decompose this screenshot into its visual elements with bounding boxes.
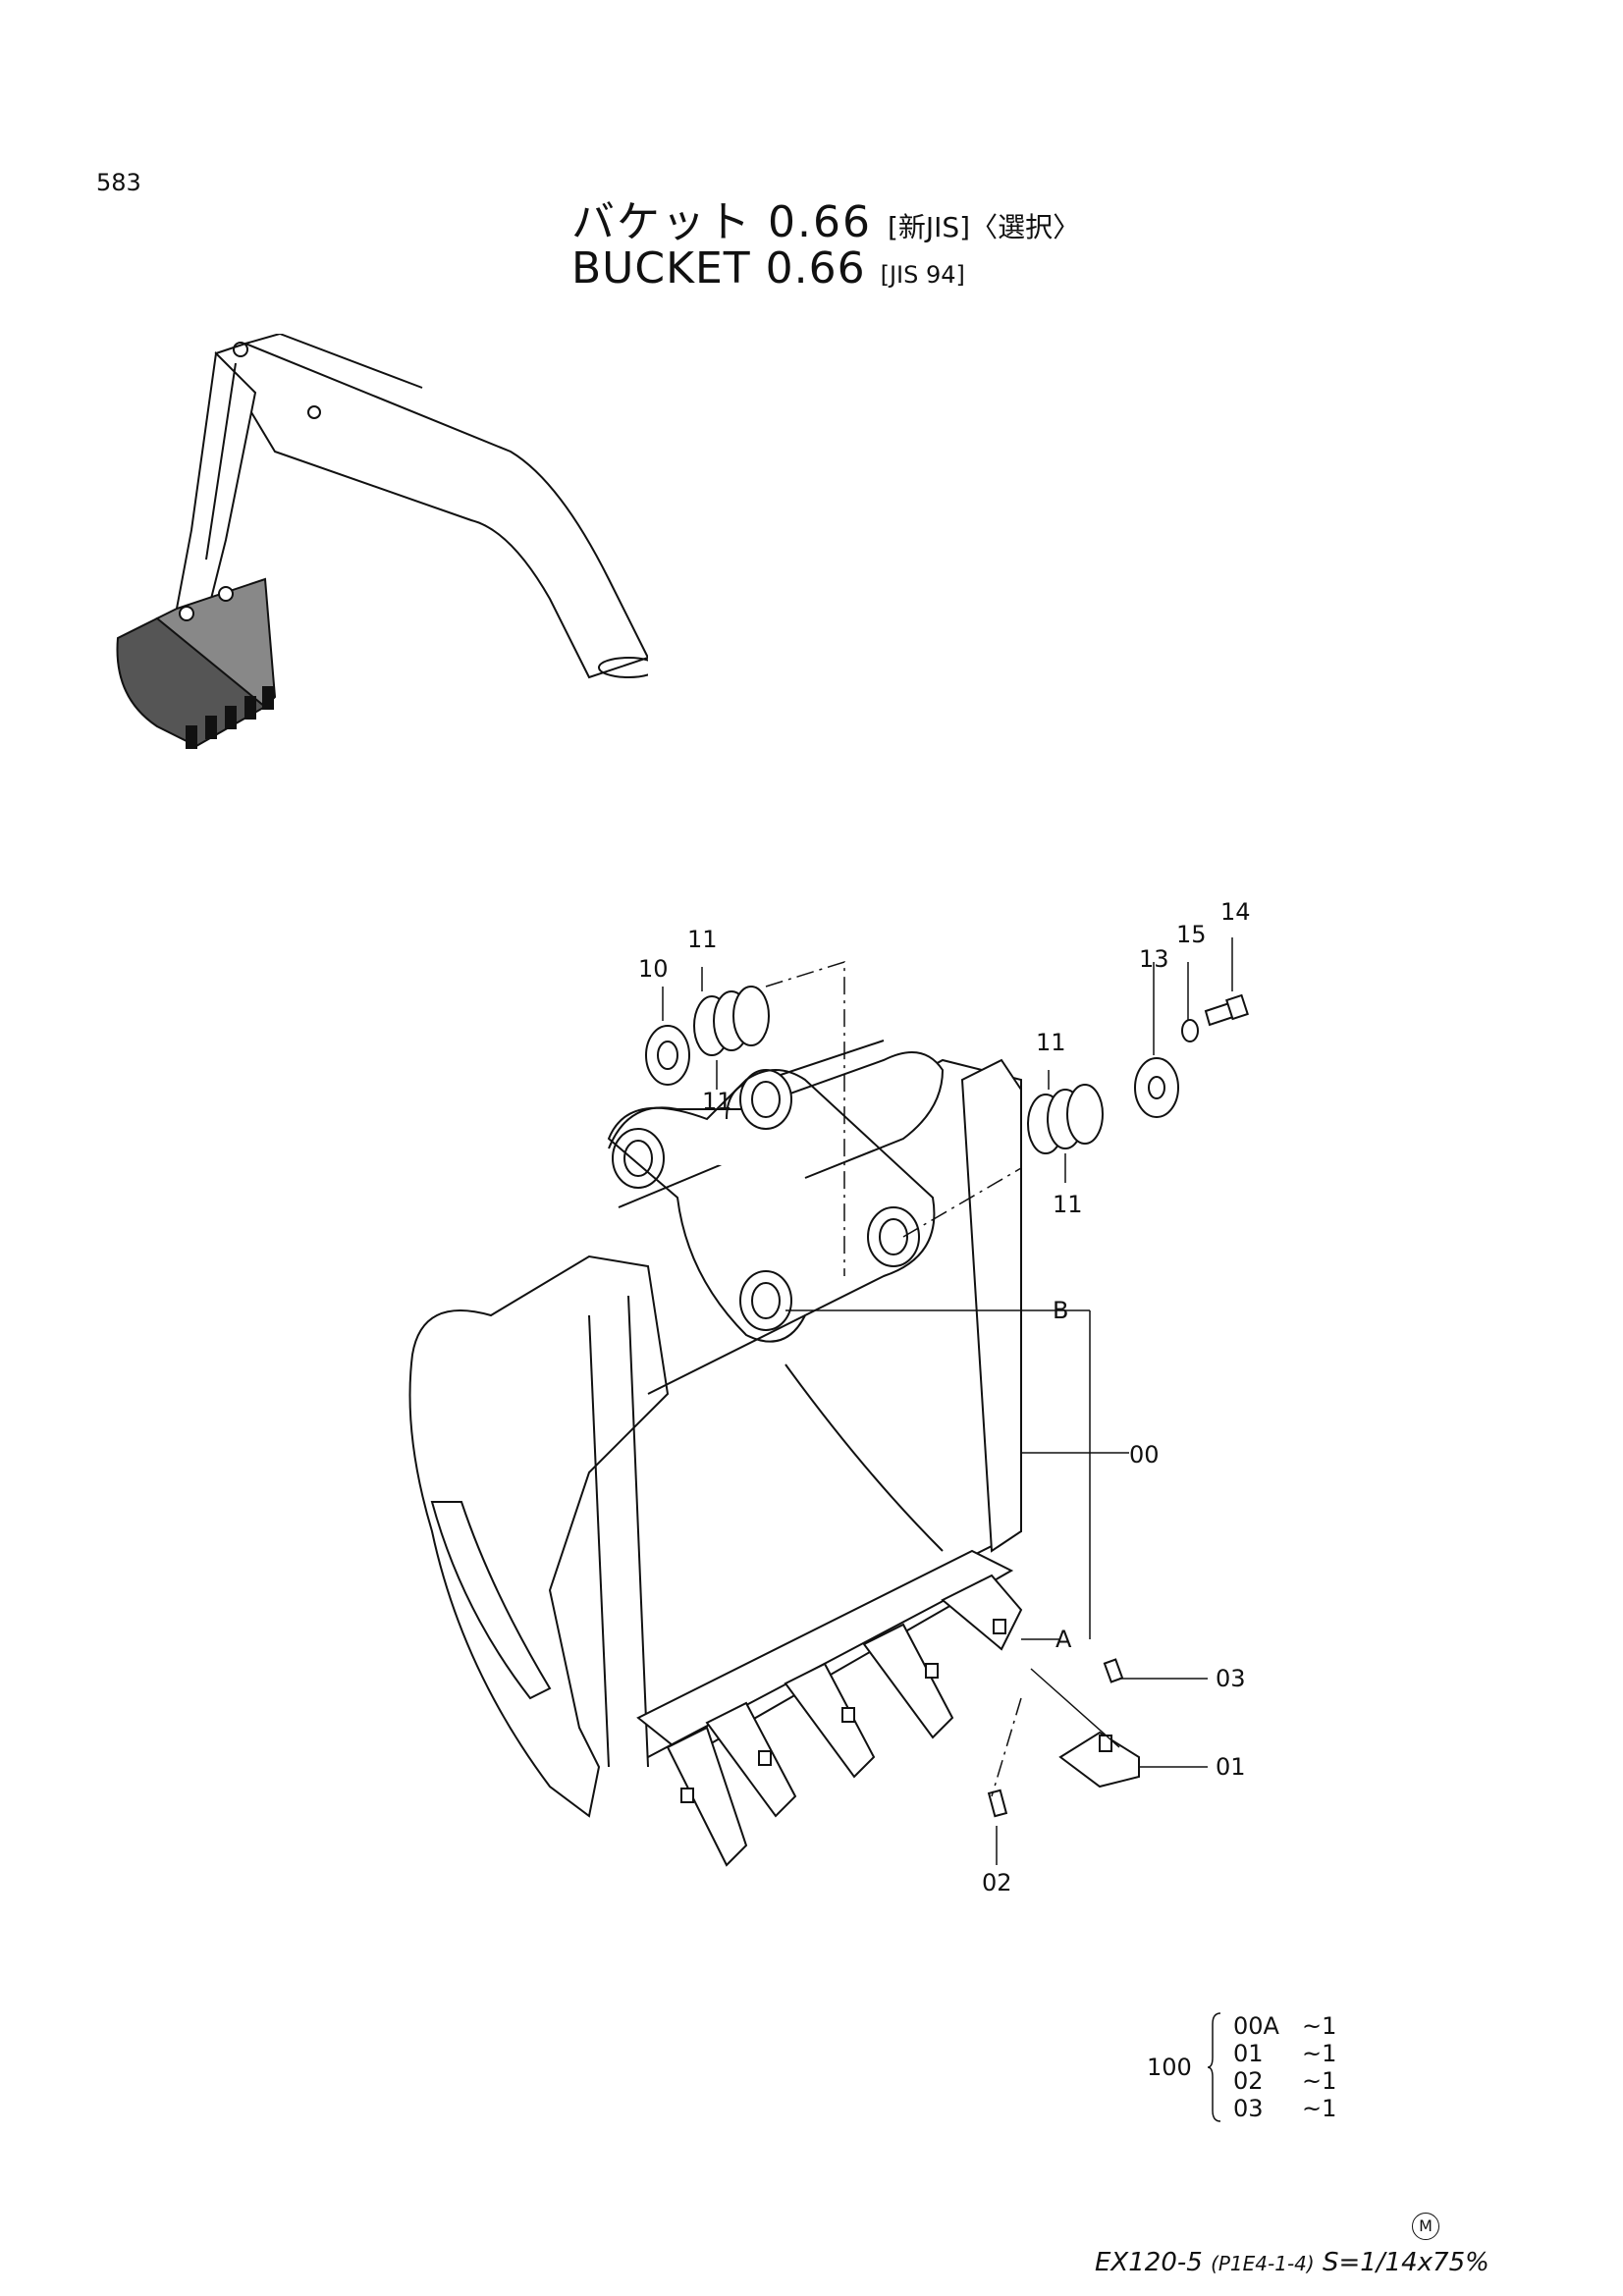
kit-row: 00A~1 <box>1233 2012 1337 2040</box>
callout-11-c: 11 <box>1036 1029 1066 1056</box>
title-english: BUCKET 0.66 [JIS 94] <box>571 243 965 294</box>
callout-11-b: 11 <box>702 1088 732 1115</box>
callout-13: 13 <box>1139 945 1169 973</box>
page-number: 583 <box>96 169 141 196</box>
footer-model-ref: EX120-5 (P1E4-1-4) S=1/14x75% <box>1095 2248 1489 2277</box>
model-stamp: M <box>1412 2213 1439 2240</box>
footer-scale: S=1/14x75% <box>1322 2248 1489 2277</box>
callout-A: A <box>1055 1626 1072 1653</box>
footer-part-ref: (P1E4-1-4) <box>1211 2252 1315 2275</box>
footer-model: EX120-5 <box>1095 2248 1203 2277</box>
title-en-main: BUCKET 0.66 <box>571 243 866 294</box>
title-jp-note: [新JIS]〈選択〉 <box>887 211 1081 243</box>
callout-10: 10 <box>638 955 669 983</box>
kit-row: 02~1 <box>1233 2067 1337 2095</box>
callout-B: B <box>1053 1297 1068 1324</box>
kit-qty-label: 100 <box>1147 2054 1192 2081</box>
title-en-note: [JIS 94] <box>880 261 965 289</box>
callout-14: 14 <box>1220 898 1251 926</box>
callout-11-a: 11 <box>687 926 718 953</box>
excavator-overview-illustration <box>116 334 648 749</box>
callout-11-d: 11 <box>1053 1191 1083 1218</box>
title-japanese: バケット 0.66 [新JIS]〈選択〉 <box>571 187 1080 249</box>
title-jp-main: バケット 0.66 <box>571 197 872 247</box>
kit-row: 03~1 <box>1233 2095 1337 2122</box>
callout-02: 02 <box>982 1869 1012 1896</box>
callout-15: 15 <box>1176 921 1207 948</box>
callout-03: 03 <box>1216 1665 1246 1692</box>
brace-icon <box>1208 2012 1221 2122</box>
callout-01: 01 <box>1216 1753 1246 1781</box>
kit-row: 01~1 <box>1233 2040 1337 2067</box>
callout-00: 00 <box>1129 1441 1160 1468</box>
